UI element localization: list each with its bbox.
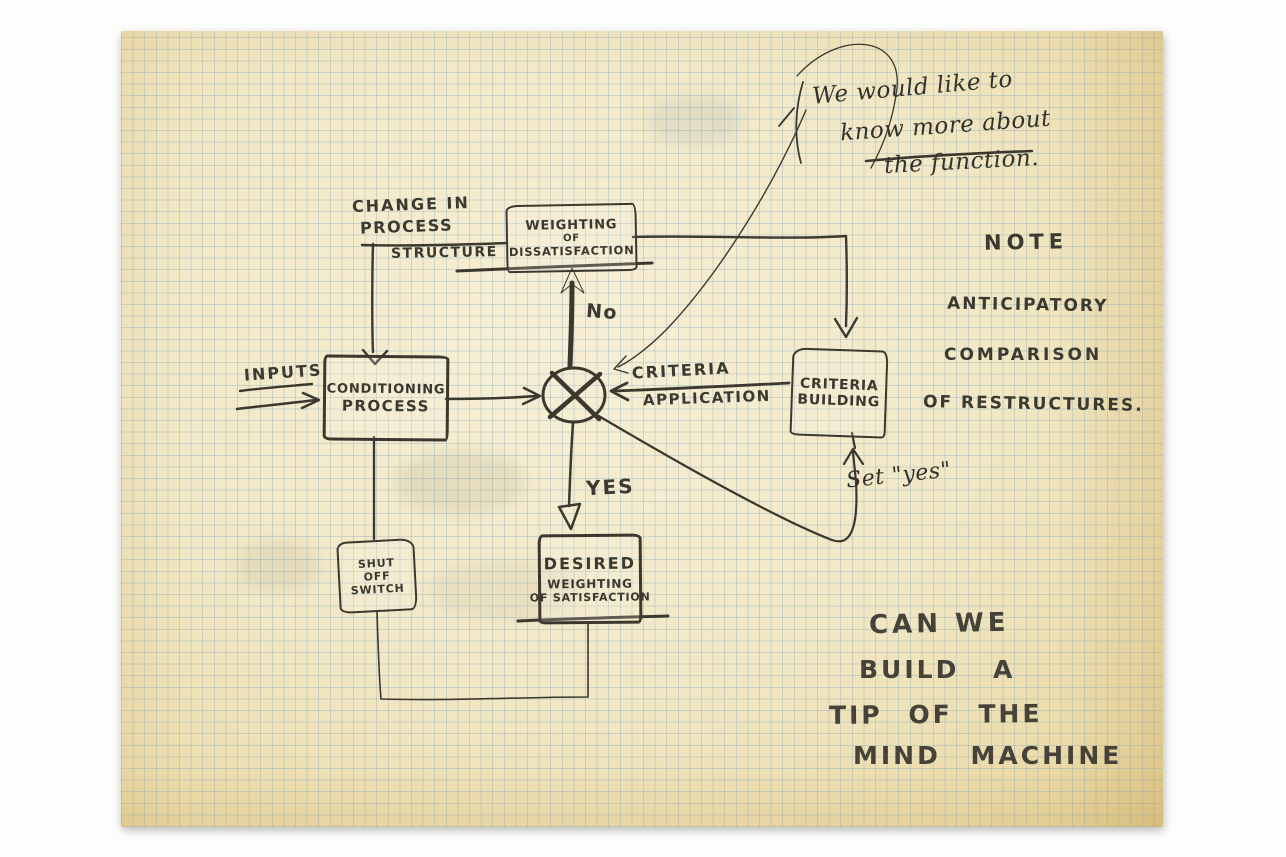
yes-label: YES (585, 473, 636, 501)
conditioning-process-box: CONDITIONING PROCESS (322, 354, 450, 442)
side-note-line-3: COMPARISON (944, 345, 1103, 365)
weighting-of-dissatisfaction-box: WEIGHTING OF DISSATISFACTION (505, 202, 638, 274)
shut-off-switch-box: SHUT OFF SWITCH (336, 538, 418, 614)
shutoff-box-line-3: SWITCH (350, 581, 405, 597)
desired-box-line-3: OF SATISFACTION (529, 590, 651, 605)
process-label: PROCESS (359, 215, 454, 238)
desired-box-line-1: DESIRED (543, 553, 637, 574)
weighting-box-line-3: DISSATISFACTION (508, 242, 635, 260)
weighting-box-line-1: WEIGHTING (525, 217, 618, 234)
side-note-line-2: ANTICIPATORY (946, 293, 1109, 317)
question-line-4: MIND MACHINE (853, 741, 1123, 770)
conditioning-box-line-2: PROCESS (341, 396, 430, 415)
question-line-3: TIP OF THE (828, 699, 1043, 730)
question-line-1: CAN WE (868, 607, 1010, 641)
side-note-line-4: OF RESTRUCTURES. (922, 392, 1144, 416)
desired-weighting-box: DESIRED WEIGHTING OF SATISFACTION (530, 533, 651, 625)
structure-label: STRUCTURE (390, 244, 498, 262)
side-note-title: NOTE (983, 229, 1069, 255)
conditioning-box-line-1: CONDITIONING (326, 380, 446, 398)
criteria-building-box: CRITERIA BUILDING (789, 347, 889, 439)
desired-box-line-2: WEIGHTING (547, 576, 633, 592)
no-label: No (585, 299, 619, 325)
weighting-box-line-2: OF (562, 232, 581, 245)
criteria-building-line-2: BUILDING (797, 391, 881, 411)
question-line-2: BUILD A (859, 655, 1016, 684)
